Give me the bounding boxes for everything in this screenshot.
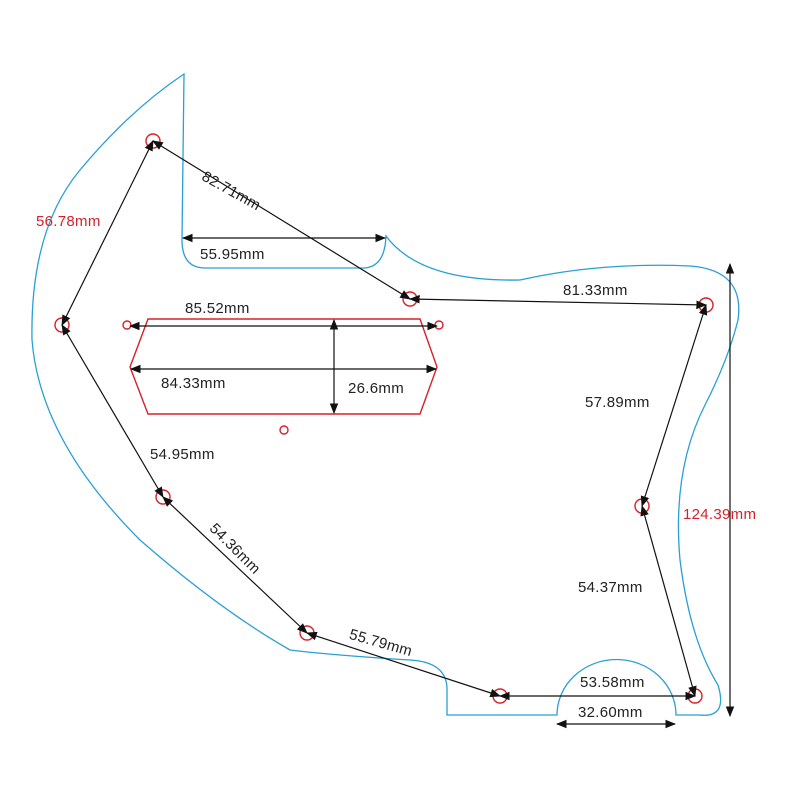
dim-line [152, 140, 411, 300]
label-53-58: 53.58mm [580, 674, 645, 691]
dim-line [640, 303, 708, 508]
label-56-78: 56.78mm [36, 213, 101, 230]
pickup-hole [122, 320, 132, 330]
label-81-33: 81.33mm [563, 282, 628, 299]
dim-line [305, 631, 502, 698]
label-57-89: 57.89mm [585, 394, 650, 411]
pickup-hole [434, 320, 444, 330]
dim-line [162, 496, 308, 634]
label-26-6: 26.6mm [348, 380, 404, 397]
dim-line [61, 140, 154, 326]
dim-line [61, 324, 164, 498]
label-85-52: 85.52mm [185, 300, 250, 317]
label-54-37: 54.37mm [578, 579, 643, 596]
screw-holes [54, 133, 714, 704]
label-32-60: 32.60mm [578, 704, 643, 721]
label-84-33: 84.33mm [161, 375, 226, 392]
pickup-cutout [129, 318, 438, 415]
dim-line [408, 294, 708, 310]
dim-line [640, 504, 697, 698]
pickup-hole [279, 425, 289, 435]
dimension-lines [61, 140, 735, 729]
label-55-95: 55.95mm [200, 246, 265, 263]
label-54-95: 54.95mm [150, 446, 215, 463]
label-124-39: 124.39mm [683, 506, 757, 523]
